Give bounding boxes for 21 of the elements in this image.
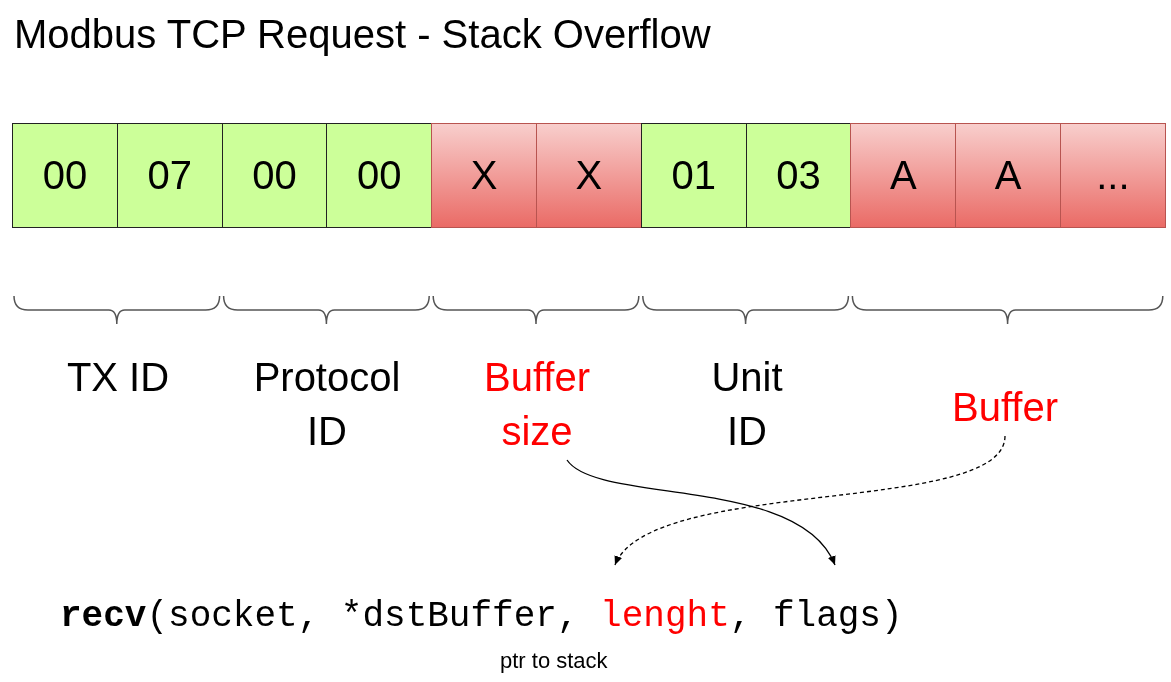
arrow [614, 435, 1006, 566]
overflow-cell: A [955, 123, 1061, 228]
overflow-cell: X [431, 123, 537, 228]
title: Modbus TCP Request - Stack Overflow [14, 12, 711, 57]
field-label: TX ID [58, 350, 178, 404]
field-label: Buffer [930, 380, 1080, 434]
note-text: ptr to stack [500, 648, 608, 674]
field-cell: 07 [116, 123, 223, 228]
field-cell: 00 [221, 123, 328, 228]
field-cell: 03 [745, 123, 852, 228]
overflow-cell: X [536, 123, 642, 228]
field-label: Protocol ID [232, 350, 422, 458]
field-cell: 01 [640, 123, 747, 228]
overflow-cell: A [850, 123, 957, 228]
code-line: recv(socket, *dstBuffer, lenght, flags) [60, 565, 1170, 637]
field-cell: 00 [12, 123, 118, 228]
field-label: Unit ID [687, 350, 807, 458]
arrow [566, 459, 836, 566]
field-cell: 00 [326, 123, 433, 228]
overflow-cell: ... [1060, 123, 1166, 228]
field-label: Buffer size [467, 350, 607, 458]
